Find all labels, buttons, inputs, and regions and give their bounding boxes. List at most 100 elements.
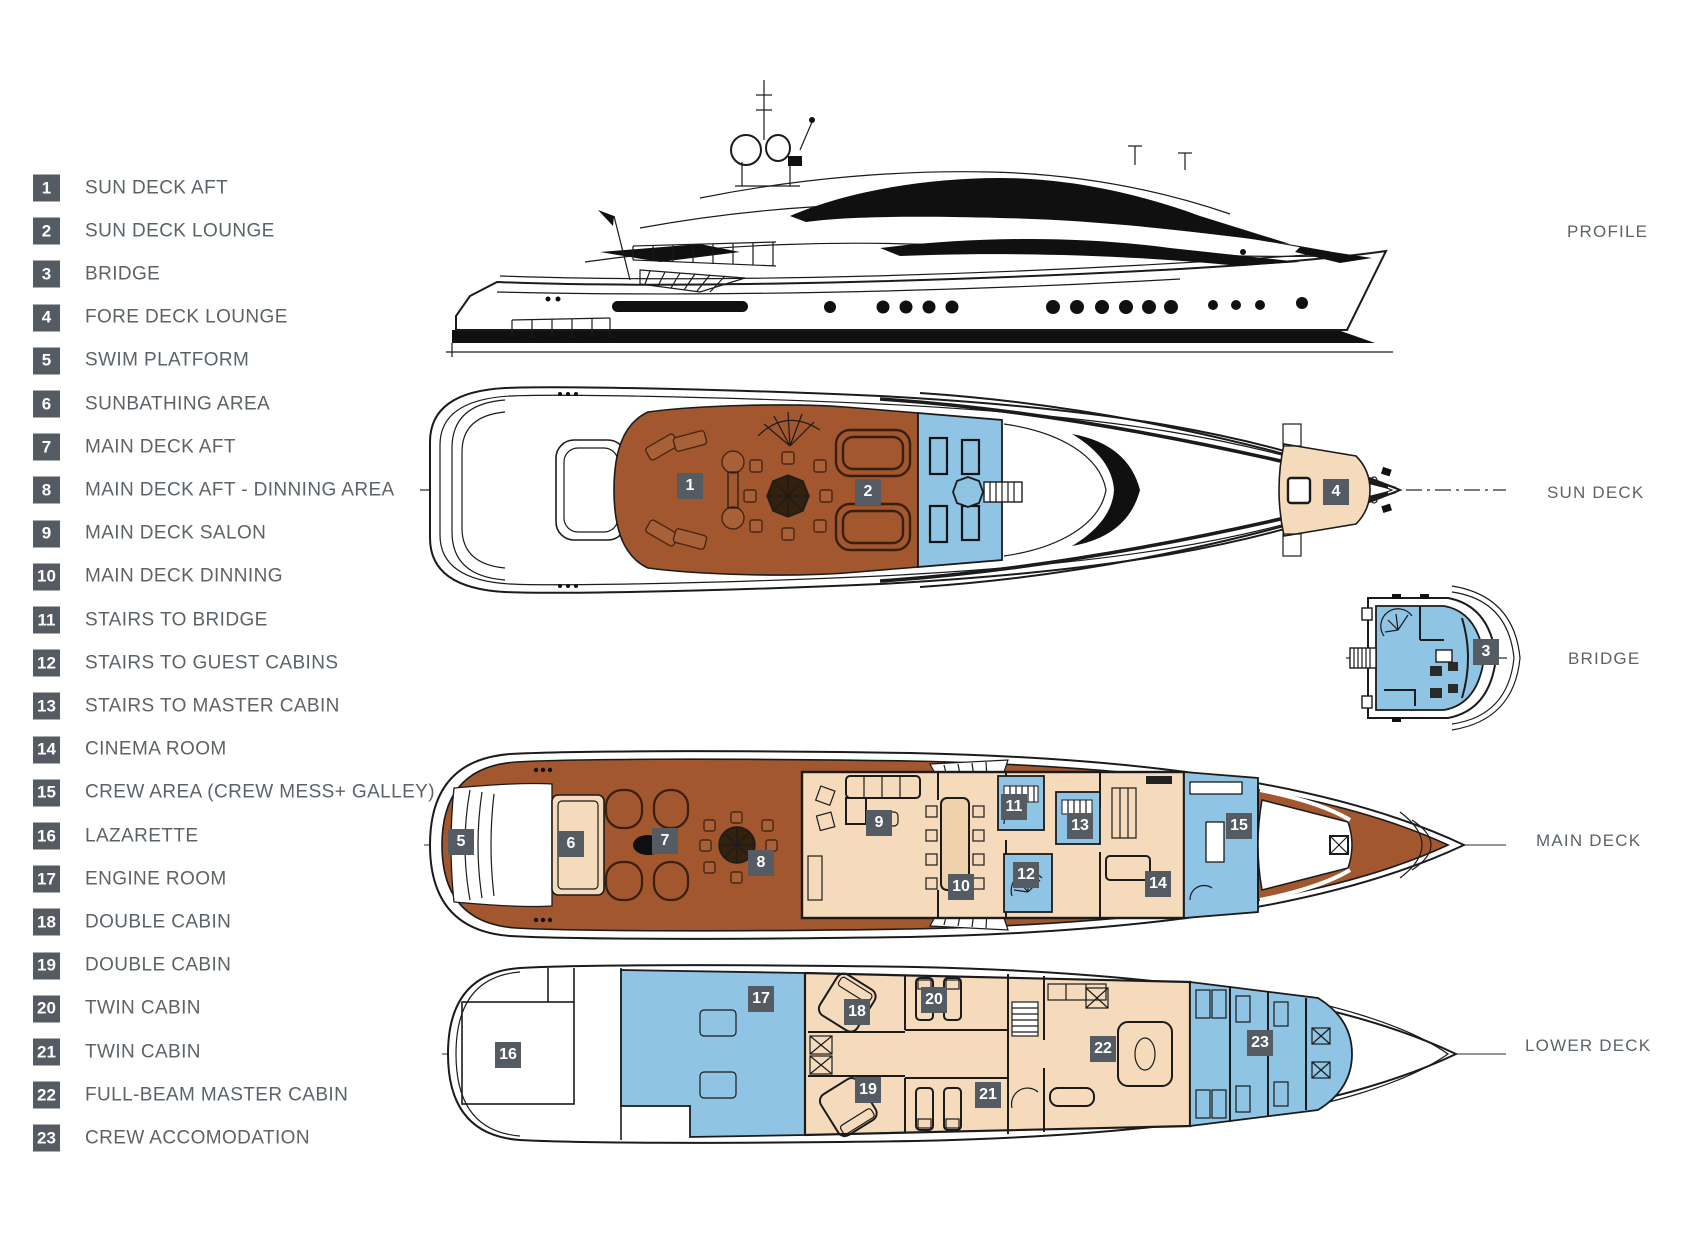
legend-item-9: 9 MAIN DECK SALON xyxy=(33,520,267,548)
legend-item-label: STAIRS TO GUEST CABINS xyxy=(85,652,339,674)
deck-label-lower-deck: LOWER DECK xyxy=(1525,1036,1652,1055)
deck-marker-16: 16 xyxy=(495,1042,521,1068)
legend-item-6: 6 SUNBATHING AREA xyxy=(33,390,271,418)
legend-item-number: 22 xyxy=(33,1081,60,1109)
legend-item-number: 7 xyxy=(33,433,60,461)
deck-marker-18: 18 xyxy=(844,999,870,1025)
legend-item-number: 6 xyxy=(33,390,60,418)
legend-item-number: 8 xyxy=(33,476,60,504)
bridge-plan-drawing xyxy=(1346,585,1521,731)
legend-item-label: CINEMA ROOM xyxy=(85,738,227,760)
legend-item-label: SWIM PLATFORM xyxy=(85,349,250,371)
legend-item-label: BRIDGE xyxy=(85,263,161,285)
legend-item-label: SUNBATHING AREA xyxy=(85,393,271,414)
deck-marker-2: 2 xyxy=(855,479,881,505)
deck-marker-19: 19 xyxy=(855,1077,881,1103)
deck-marker-12: 12 xyxy=(1013,862,1039,888)
legend-item-number: 11 xyxy=(33,606,60,634)
deck-marker-4: 4 xyxy=(1323,479,1349,505)
legend-item-label: TWIN CABIN xyxy=(85,1041,201,1062)
legend-item-number: 14 xyxy=(33,736,60,764)
legend-item-number: 15 xyxy=(33,779,60,807)
lower-deck-plan-drawing xyxy=(442,964,1506,1144)
legend-item-label: MAIN DECK DINNING xyxy=(85,565,283,587)
legend-item-11: 11 STAIRS TO BRIDGE xyxy=(33,606,268,634)
legend-item-7: 7 MAIN DECK AFT xyxy=(33,433,236,461)
legend-item-number: 19 xyxy=(33,952,60,980)
deck-label-sun-deck: SUN DECK xyxy=(1547,483,1645,502)
legend-item-label: DOUBLE CABIN xyxy=(85,954,232,976)
legend-item-18: 18 DOUBLE CABIN xyxy=(33,908,232,936)
legend-item-number: 23 xyxy=(33,1124,60,1152)
deck-marker-21: 21 xyxy=(975,1082,1001,1108)
deck-marker-15: 15 xyxy=(1226,813,1252,839)
deck-marker-1: 1 xyxy=(677,473,703,499)
legend-item-22: 22 FULL-BEAM MASTER CABIN xyxy=(33,1081,349,1109)
legend-item-number: 12 xyxy=(33,649,60,677)
legend-item-4: 4 FORE DECK LOUNGE xyxy=(33,304,288,332)
legend-item-8: 8 MAIN DECK AFT - DINNING AREA xyxy=(33,476,395,504)
legend-item-label: SUN DECK AFT xyxy=(85,177,229,198)
deck-marker-9: 9 xyxy=(866,810,892,836)
deck-label-profile: PROFILE xyxy=(1567,222,1649,241)
deck-label-main-deck: MAIN DECK xyxy=(1536,831,1642,850)
legend-item-number: 10 xyxy=(33,563,60,591)
legend-item-label: SUN DECK LOUNGE xyxy=(85,220,275,242)
legend-item-label: FORE DECK LOUNGE xyxy=(85,306,288,328)
profile-view-drawing xyxy=(446,80,1393,357)
deck-marker-10: 10 xyxy=(948,874,974,900)
deck-marker-20: 20 xyxy=(921,987,947,1013)
sun-deck-plan-drawing xyxy=(420,386,1506,594)
deck-marker-23: 23 xyxy=(1247,1030,1273,1056)
legend-item-number: 4 xyxy=(33,304,60,332)
legend-item-label: CREW AREA (CREW MESS+ GALLEY) xyxy=(85,781,435,803)
deck-marker-11: 11 xyxy=(1001,794,1027,820)
legend-item-19: 19 DOUBLE CABIN xyxy=(33,952,232,980)
legend-item-5: 5 SWIM PLATFORM xyxy=(33,347,250,375)
deck-marker-13: 13 xyxy=(1067,813,1093,839)
legend-item-21: 21 TWIN CABIN xyxy=(33,1038,201,1066)
legend-item-label: MAIN DECK SALON xyxy=(85,522,267,544)
legend-item-20: 20 TWIN CABIN xyxy=(33,995,201,1023)
legend-item-label: MAIN DECK AFT - DINNING AREA xyxy=(85,479,395,501)
deck-marker-14: 14 xyxy=(1145,871,1171,897)
legend-item-label: CREW ACCOMODATION xyxy=(85,1127,310,1149)
deck-marker-7: 7 xyxy=(652,828,678,854)
main-deck-plan-drawing xyxy=(424,750,1506,940)
deck-marker-8: 8 xyxy=(748,850,774,876)
deck-marker-5: 5 xyxy=(448,829,474,855)
legend-item-label: MAIN DECK AFT xyxy=(85,436,236,458)
legend-item-label: ENGINE ROOM xyxy=(85,868,227,890)
legend-item-label: TWIN CABIN xyxy=(85,997,201,1019)
deck-marker-22: 22 xyxy=(1090,1036,1116,1062)
legend-item-number: 5 xyxy=(33,347,60,375)
legend-item-number: 17 xyxy=(33,865,60,893)
legend-item-label: FULL-BEAM MASTER CABIN xyxy=(85,1084,349,1106)
legend-item-23: 23 CREW ACCOMODATION xyxy=(33,1124,310,1152)
legend-item-10: 10 MAIN DECK DINNING xyxy=(33,563,283,591)
legend-item-number: 3 xyxy=(33,260,60,288)
deck-label-bridge: BRIDGE xyxy=(1568,649,1641,668)
legend-item-label: STAIRS TO MASTER CABIN xyxy=(85,695,340,717)
legend-item-number: 16 xyxy=(33,822,60,850)
legend-item-number: 20 xyxy=(33,995,60,1023)
legend-item-number: 9 xyxy=(33,520,60,548)
legend-item-number: 18 xyxy=(33,908,60,936)
legend-item-15: 15 CREW AREA (CREW MESS+ GALLEY) xyxy=(33,779,435,807)
legend-item-16: 16 LAZARETTE xyxy=(33,822,199,850)
legend-item-number: 21 xyxy=(33,1038,60,1066)
legend-item-3: 3 BRIDGE xyxy=(33,260,161,288)
legend-item-label: LAZARETTE xyxy=(85,825,199,846)
legend-item-label: DOUBLE CABIN xyxy=(85,911,232,933)
legend-item-13: 13 STAIRS TO MASTER CABIN xyxy=(33,692,340,720)
legend-item-17: 17 ENGINE ROOM xyxy=(33,865,227,893)
legend-item-label: STAIRS TO BRIDGE xyxy=(85,609,268,630)
deck-marker-3: 3 xyxy=(1473,639,1499,665)
legend-item-12: 12 STAIRS TO GUEST CABINS xyxy=(33,649,339,677)
legend-item-number: 13 xyxy=(33,692,60,720)
